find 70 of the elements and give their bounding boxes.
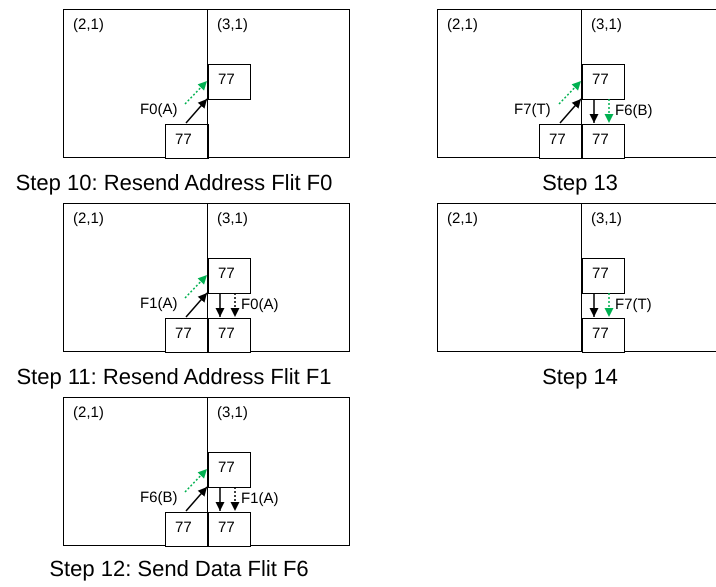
arrow <box>216 487 224 511</box>
coordinate-label: (2,1) <box>447 16 478 34</box>
router-region <box>581 9 716 158</box>
arrow <box>185 486 208 512</box>
edge-label: F6(B) <box>614 102 654 119</box>
router-region <box>207 397 350 546</box>
buffer-box <box>208 318 251 353</box>
coordinate-label: (3,1) <box>217 404 248 422</box>
buffer-value: 77 <box>592 131 609 149</box>
arrow <box>590 99 598 123</box>
buffer-value: 77 <box>218 459 235 477</box>
buffer-box <box>208 64 251 100</box>
edge-label: F1(A) <box>240 490 280 507</box>
coordinate-label: (2,1) <box>447 210 478 228</box>
arrow <box>184 274 208 299</box>
step-caption: Step 14 <box>542 364 618 390</box>
edge-label: F6(B) <box>139 489 178 506</box>
arrow <box>184 80 208 105</box>
edge-label: F0(A) <box>240 296 280 313</box>
buffer-box <box>208 258 251 294</box>
coordinate-label: (3,1) <box>217 210 248 228</box>
buffer-value: 77 <box>592 325 609 343</box>
buffer-value: 77 <box>175 131 192 149</box>
buffer-box <box>208 452 251 488</box>
arrow <box>216 293 224 317</box>
arrow <box>558 80 582 105</box>
edge-label: F7(T) <box>513 101 552 118</box>
step-caption: Step 13 <box>542 170 618 196</box>
buffer-box <box>539 124 583 159</box>
buffer-value: 77 <box>592 265 609 283</box>
router-region <box>207 9 350 158</box>
buffer-value: 77 <box>175 325 192 343</box>
step-caption: Step 10: Resend Address Flit F0 <box>16 170 332 196</box>
buffer-value: 77 <box>592 71 609 89</box>
arrow <box>185 292 208 318</box>
buffer-box <box>165 318 209 353</box>
edge-label: F0(A) <box>139 101 178 118</box>
coordinate-label: (3,1) <box>591 210 622 228</box>
coordinate-label: (2,1) <box>73 210 104 228</box>
buffer-value: 77 <box>175 519 192 537</box>
buffer-box <box>582 318 625 353</box>
arrow <box>604 99 614 123</box>
buffer-box <box>165 512 209 547</box>
edge-label: F7(T) <box>614 296 653 313</box>
coordinate-label: (3,1) <box>591 16 622 34</box>
router-region <box>207 203 350 352</box>
buffer-box <box>582 258 625 294</box>
step-caption: Step 11: Resend Address Flit F1 <box>16 364 332 390</box>
arrow <box>230 487 240 511</box>
router-region <box>581 203 716 352</box>
arrow <box>559 98 582 124</box>
buffer-value: 77 <box>549 131 566 149</box>
buffer-box <box>582 124 625 159</box>
buffer-value: 77 <box>218 265 235 283</box>
edge-label: F1(A) <box>139 295 178 312</box>
arrow <box>185 98 208 124</box>
coordinate-label: (2,1) <box>73 404 104 422</box>
arrow <box>230 293 240 317</box>
buffer-box <box>165 124 209 159</box>
buffer-box <box>208 512 251 547</box>
arrow <box>184 468 208 493</box>
coordinate-label: (2,1) <box>73 16 104 34</box>
step-caption: Step 12: Send Data Flit F6 <box>49 556 309 582</box>
buffer-value: 77 <box>218 519 235 537</box>
buffer-box <box>582 64 625 100</box>
buffer-value: 77 <box>218 325 235 343</box>
arrow <box>604 293 614 317</box>
arrow <box>590 293 598 317</box>
coordinate-label: (3,1) <box>217 16 248 34</box>
buffer-value: 77 <box>218 71 235 89</box>
